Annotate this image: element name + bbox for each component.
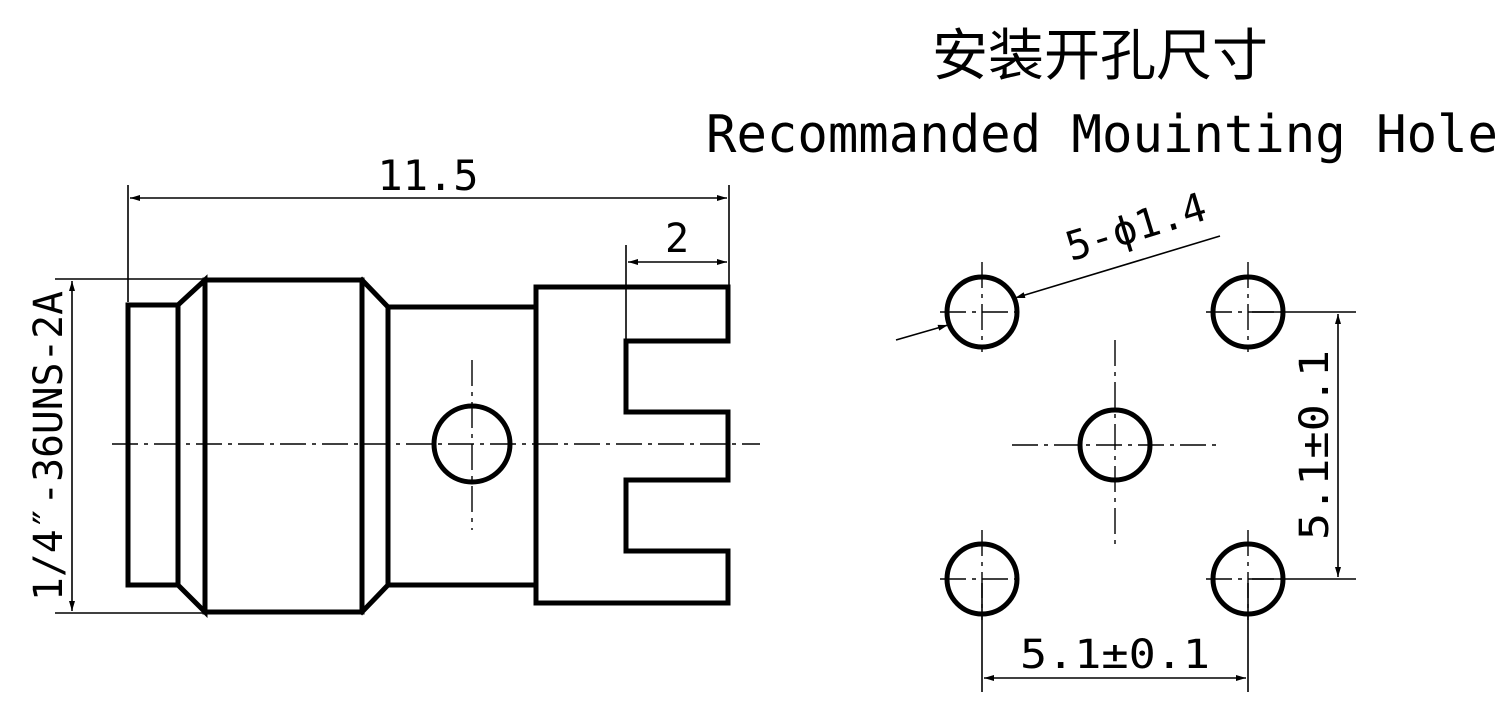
connector-mount-pins [533, 284, 731, 606]
dim-vertical-spacing-label: 5.1±0.1 [1292, 350, 1338, 540]
connector-side-view [112, 274, 760, 619]
dim-horizontal-spacing-label: 5.1±0.1 [1020, 632, 1210, 678]
dimension-thread: 1/4″-36UNS-2A [26, 278, 203, 614]
dim-thread-label: 1/4″-36UNS-2A [26, 291, 72, 601]
connector-front-face [125, 302, 181, 588]
hole-callout: 5-ϕ1.4 [895, 184, 1221, 341]
dimension-overall-length: 11.5 [127, 151, 730, 302]
dimension-vertical-spacing: 5.1±0.1 [1252, 311, 1356, 580]
hole-callout-label: 5-ϕ1.4 [1060, 184, 1212, 270]
connector-mid-body [385, 304, 539, 588]
dimension-horizontal-spacing: 5.1±0.1 [981, 583, 1249, 692]
connector-body [202, 277, 365, 615]
dim-pin-length-label: 2 [665, 216, 689, 262]
dim-overall-length-label: 11.5 [377, 151, 478, 200]
title-english: Recommanded Mouinting Hole [706, 105, 1498, 165]
title-chinese: 安装开孔尺寸 [932, 24, 1268, 89]
mounting-hole-pattern [940, 262, 1290, 620]
dimension-pin-length: 2 [625, 216, 727, 340]
